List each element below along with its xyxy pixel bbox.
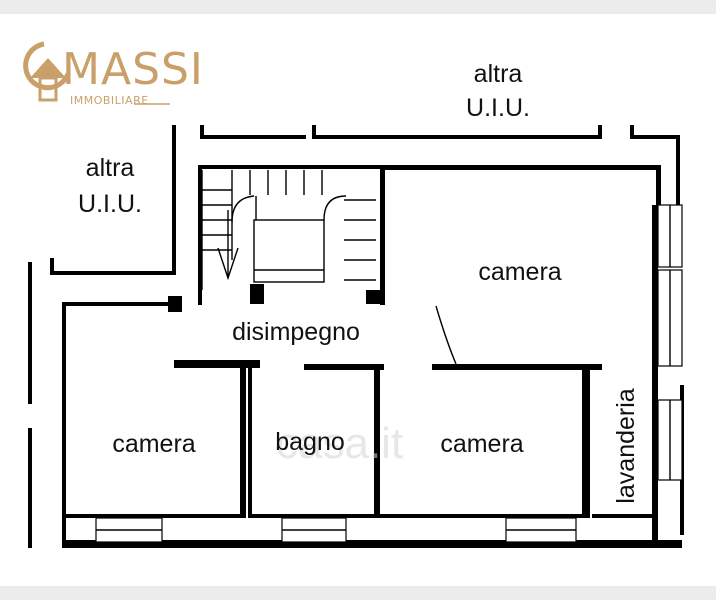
logo-house-icon — [23, 41, 71, 102]
label-altra-left-2: U.I.U. — [78, 190, 142, 218]
label-lavanderia: lavanderia — [612, 388, 640, 503]
logo-subtitle: IMMOBILIARE — [70, 94, 149, 107]
watermark: casa.it — [276, 419, 403, 468]
label-camera-left: camera — [112, 430, 195, 458]
logo-brand: MASSI — [62, 44, 204, 95]
door-arc — [435, 305, 457, 365]
label-altra-top-2: U.I.U. — [466, 94, 530, 122]
logo: MASSI IMMOBILIARE — [23, 41, 204, 107]
label-altra-left-1: altra — [86, 154, 135, 182]
label-altra-top-1: altra — [474, 60, 523, 88]
staircase — [201, 170, 376, 290]
label-bagno: bagno — [275, 428, 345, 456]
walls — [28, 125, 684, 548]
label-disimpegno: disimpegno — [232, 318, 360, 346]
windows — [95, 204, 683, 543]
floor-plan-drawing: MASSI IMMOBILIARE — [23, 41, 684, 548]
label-camera-top-right: camera — [478, 258, 561, 286]
room-labels: altra U.I.U. altra U.I.U. camera disimpe… — [78, 60, 640, 504]
floor-plan: MASSI IMMOBILIARE — [0, 14, 716, 586]
label-camera-right: camera — [440, 430, 523, 458]
